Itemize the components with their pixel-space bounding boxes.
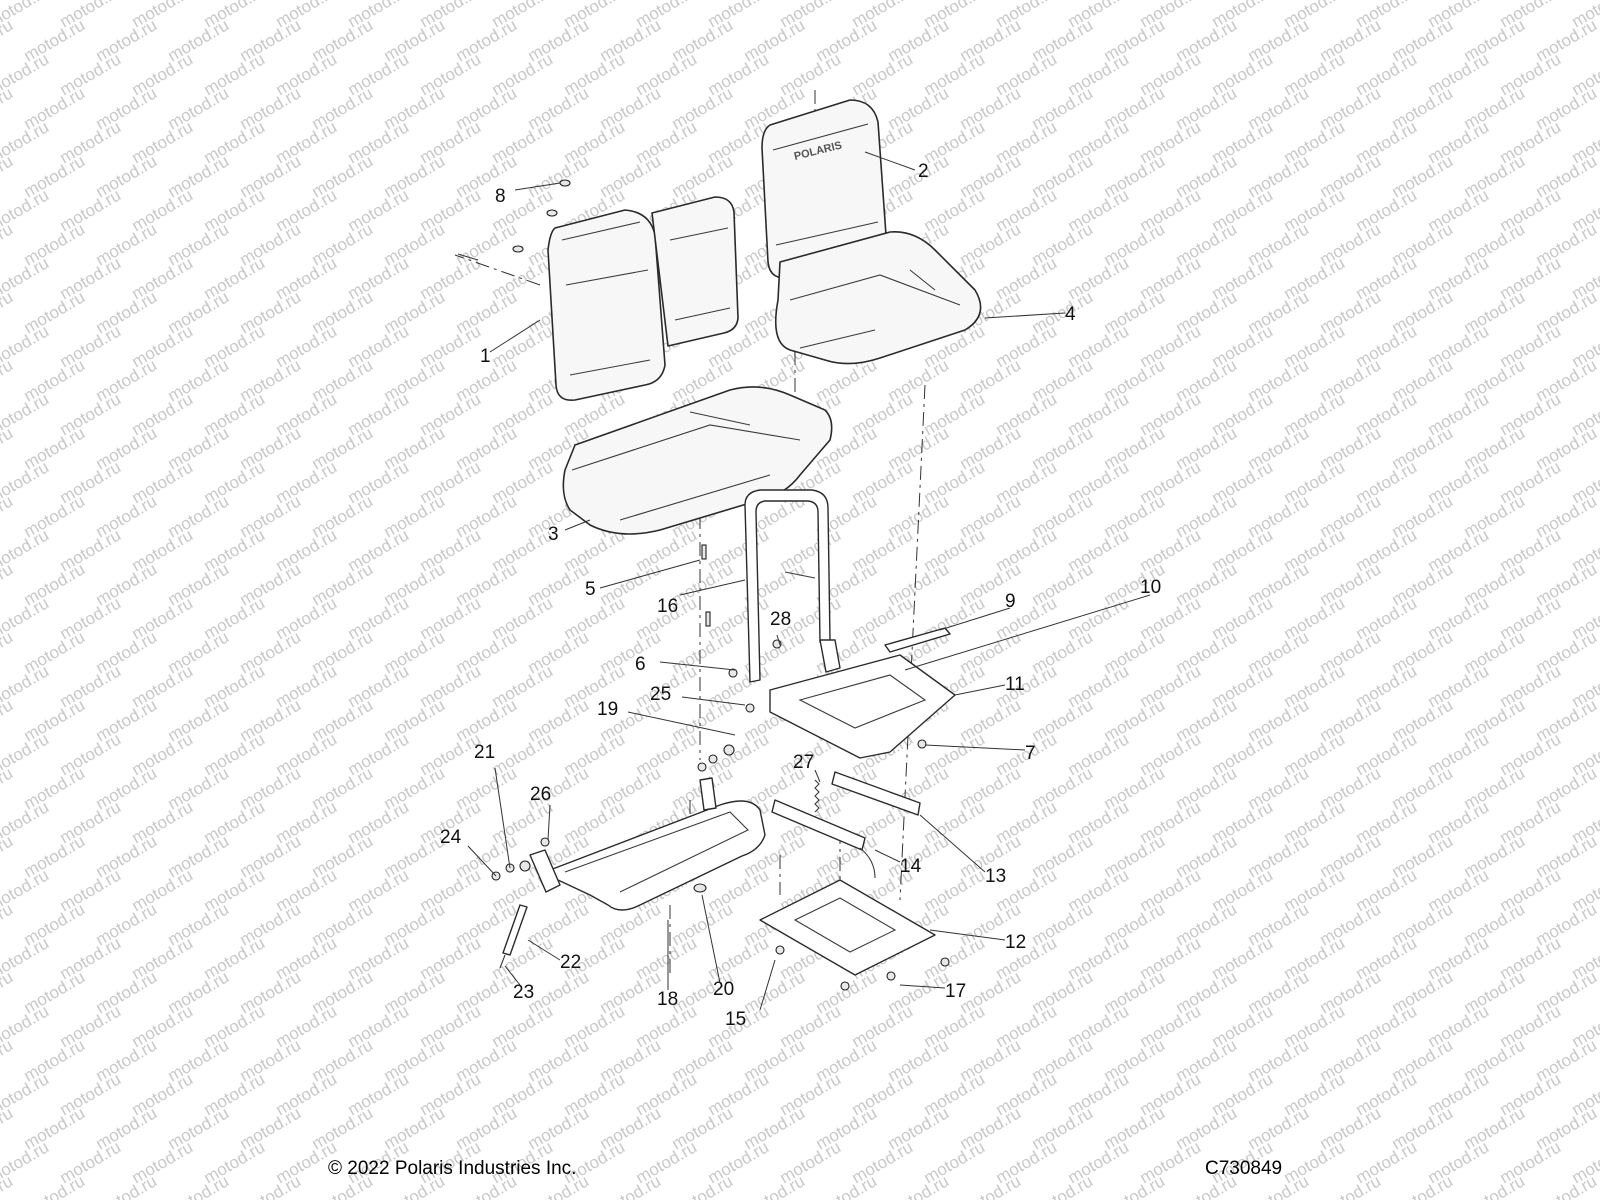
callout-25: 25 [650, 684, 671, 705]
callout-5: 5 [585, 579, 596, 600]
watermark-text: motod.ru [0, 627, 16, 677]
watermark-text: motod.ru [0, 15, 16, 65]
callout-19: 19 [597, 699, 618, 720]
callout-13: 13 [985, 866, 1006, 887]
callout-27: 27 [793, 752, 814, 773]
callout-15: 15 [725, 1009, 746, 1030]
watermark-text: motod.ru [741, 1171, 809, 1200]
watermark-text: motod.ru [0, 763, 16, 813]
watermark-text: motod.ru [0, 899, 16, 949]
watermark-text: motod.ru [1389, 1171, 1457, 1200]
copyright-text: © 2022 Polaris Industries Inc. [328, 1158, 576, 1179]
callout-8: 8 [495, 186, 506, 207]
callout-24: 24 [440, 827, 462, 848]
callout-4: 4 [1065, 304, 1076, 325]
watermark-text: motod.ru [597, 1171, 665, 1200]
callout-20: 20 [713, 979, 734, 1000]
watermark-text: motod.ru [0, 1103, 16, 1153]
watermark-text: motod.ru [1029, 1171, 1097, 1200]
callout-16: 16 [657, 596, 678, 617]
watermark-text: motod.ru [0, 559, 16, 609]
watermark-text: motod.ru [885, 1171, 953, 1200]
callout-26: 26 [530, 784, 551, 805]
watermark-text: motod.ru [0, 219, 16, 269]
watermark-text: motod.ru [1461, 1171, 1529, 1200]
callout-11: 11 [1005, 674, 1025, 695]
callout-23: 23 [513, 982, 534, 1003]
callout-7: 7 [1025, 743, 1036, 764]
callout-6: 6 [635, 654, 646, 675]
callout-18: 18 [657, 989, 678, 1010]
callout-12: 12 [1005, 932, 1026, 953]
callout-3: 3 [548, 524, 559, 545]
watermark-text: motod.ru [21, 1171, 89, 1200]
callout-28: 28 [770, 609, 791, 630]
watermark-text: motod.ru [1533, 1171, 1600, 1200]
callout-10: 10 [1140, 577, 1161, 598]
watermark-text: motod.ru [0, 967, 16, 1017]
watermark-text: motod.ru [165, 1171, 233, 1200]
watermark-text: motod.ru [0, 831, 16, 881]
watermark-text: motod.ru [0, 355, 16, 405]
callout-22: 22 [560, 952, 581, 973]
watermark-text: motod.ru [0, 423, 16, 473]
watermark-text: motod.ru [0, 287, 16, 337]
callout-21: 21 [474, 742, 495, 763]
watermark-text: motod.ru [669, 1171, 737, 1200]
watermark-text: motod.ru [237, 1171, 305, 1200]
callout-14: 14 [900, 856, 922, 877]
watermark-text: motod.ru [0, 491, 16, 541]
watermark-text: motod.ru [0, 83, 16, 133]
callout-2: 2 [918, 161, 929, 182]
watermark-text: motod.ru [93, 1171, 161, 1200]
watermark-text: motod.ru [1101, 1171, 1169, 1200]
callout-1: 1 [480, 346, 491, 367]
watermark-text: motod.ru [813, 1171, 881, 1200]
figure-code: C730849 [1205, 1158, 1282, 1179]
watermark-text: motod.ru [0, 1035, 16, 1085]
callout-17: 17 [945, 981, 966, 1002]
watermark-text: motod.ru [1317, 1171, 1385, 1200]
watermark-text: motod.ru [0, 151, 16, 201]
watermark-text: motod.ru [0, 695, 16, 745]
watermark-text: motod.ru [957, 1171, 1025, 1200]
callout-9: 9 [1005, 591, 1016, 612]
